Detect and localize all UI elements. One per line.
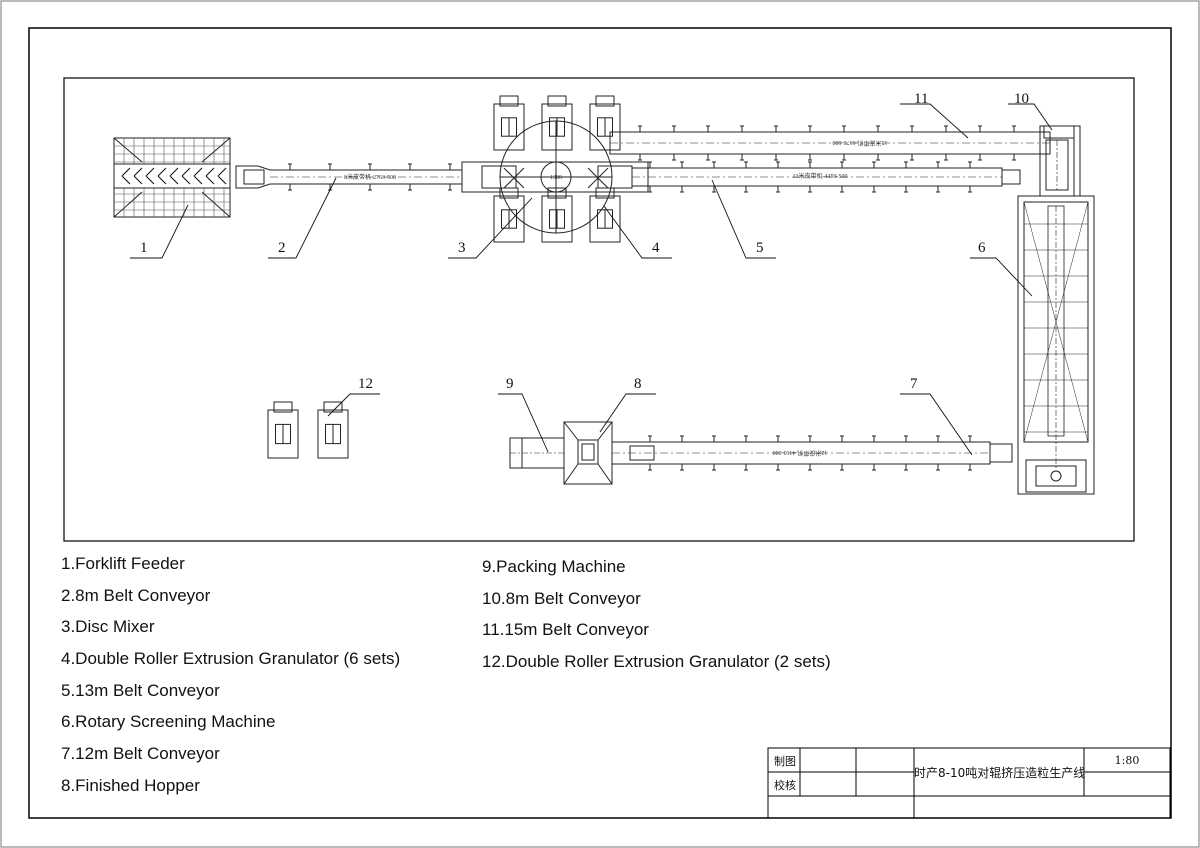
packing-machine <box>509 437 565 469</box>
callout-12: 12 <box>358 376 373 392</box>
plan-frame <box>63 77 1135 542</box>
legend-item: 9.Packing Machine <box>482 557 626 576</box>
forklift-feeder <box>113 137 231 218</box>
conveyor-11-label: 15米皮带机-6170-600 <box>833 139 888 147</box>
title-block <box>767 747 1171 819</box>
legend-left: 1.Forklift Feeder 2.8m Belt Conveyor 3.D… <box>61 554 400 808</box>
legend-right: 9.Packing Machine 10.8m Belt Conveyor 11… <box>482 557 831 684</box>
legend-item: 10.8m Belt Conveyor <box>482 588 641 608</box>
legend-item: 8.Finished Hopper <box>61 775 200 795</box>
checked-by-label: 校核 <box>774 779 796 792</box>
granulators-2-sets <box>267 401 349 459</box>
legend-item: 1.Forklift Feeder <box>61 554 185 573</box>
rotary-screening-machine <box>1017 195 1095 495</box>
legend-item: 11.15m Belt Conveyor <box>482 620 649 640</box>
callout-1: 1 <box>140 240 148 256</box>
belt-conveyor-8m-a: 8米皮带机-2763-500 <box>235 163 463 191</box>
callout-10: 10 <box>1014 91 1029 107</box>
scale-label: 1:80 <box>1114 754 1140 767</box>
legend-item: 7.12m Belt Conveyor <box>61 744 220 764</box>
plan-view: 8米皮带机-2763-500 1380 13米皮带机-4459-500 <box>113 95 1095 495</box>
belt-conveyor-13m: 13米皮带机-4459-500 <box>631 161 1021 193</box>
conveyor-5-label: 13米皮带机-4459-500 <box>793 172 848 180</box>
legend-item: 12.Double Roller Extrusion Granulator (2… <box>482 652 831 672</box>
legend-item: 6.Rotary Screening Machine <box>61 712 276 732</box>
callout-9: 9 <box>506 376 514 392</box>
callout-5: 5 <box>756 240 764 256</box>
belt-conveyor-8m-b <box>1039 125 1081 197</box>
callout-numbers: 1 2 3 4 5 6 7 8 9 10 11 12 <box>140 91 1029 392</box>
belt-conveyor-15m: 15米皮带机-6170-600 <box>609 125 1051 161</box>
granulators-6-sets <box>493 95 621 243</box>
drawing-title: 时产8-10吨对辊挤压造粒生产线 <box>914 766 1086 780</box>
leader-lines <box>130 103 1053 456</box>
conveyor-7-label: 12米皮带机-4110-600 <box>773 449 828 457</box>
conveyor-2-label: 8米皮带机-2763-500 <box>344 173 396 181</box>
drawn-by-label: 制图 <box>774 755 796 768</box>
callout-4: 4 <box>652 240 660 256</box>
callout-11: 11 <box>914 91 928 107</box>
callout-3: 3 <box>458 240 466 256</box>
belt-conveyor-12m: 12米皮带机-4110-600 <box>611 435 1013 471</box>
callout-7: 7 <box>910 376 918 392</box>
legend-item: 2.8m Belt Conveyor <box>61 585 211 605</box>
callout-8: 8 <box>634 376 642 392</box>
legend-item: 3.Disc Mixer <box>61 617 155 637</box>
callout-6: 6 <box>978 240 986 256</box>
mixer-label: 1380 <box>550 175 562 181</box>
legend-item: 4.Double Roller Extrusion Granulator (6 … <box>61 649 401 669</box>
legend-item: 5.13m Belt Conveyor <box>61 680 220 700</box>
finished-hopper <box>563 421 613 485</box>
callout-2: 2 <box>278 240 286 256</box>
drawing-frame <box>28 27 1172 819</box>
